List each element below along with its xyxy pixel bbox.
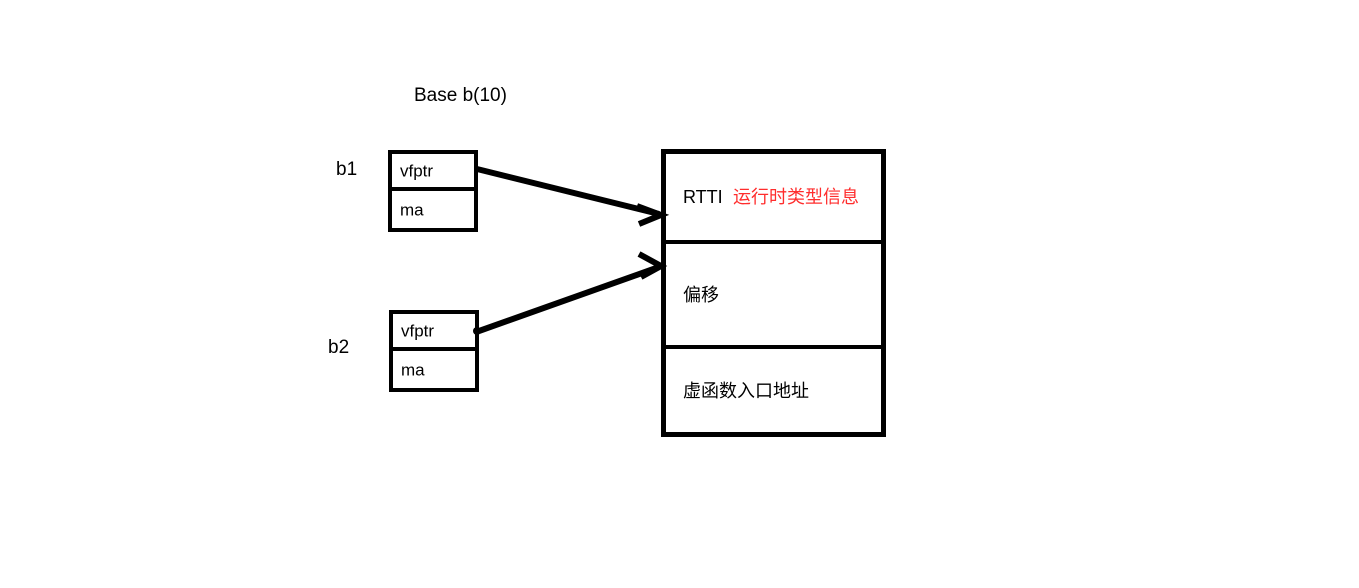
vtable-cell-rtti: RTTI 运行时类型信息 [666,154,881,244]
object-label-b2: b2 [328,337,350,358]
object-box-b2: vfptr ma [389,310,479,392]
object-row-label-b2-vfptr: vfptr [401,321,435,340]
vtable-cell-vfunc-address: 虚函数入口地址 [666,349,881,432]
object-row-b2-ma: ma [393,351,475,388]
arrow-b1-vfptr-to-rtti [476,166,670,227]
diagram-title: Base b(10) [414,85,507,106]
vtable-box: RTTI 运行时类型信息 偏移 虚函数入口地址 [661,149,886,437]
object-row-b2-vfptr: vfptr [393,314,475,351]
object-box-b1: vfptr ma [388,150,478,232]
object-row-b1-ma: ma [392,191,474,228]
arrow-b2-vfptr-to-offset [473,251,668,335]
vtable-cell-label-rtti: RTTI [683,187,723,207]
vtable-cell-offset: 偏移 [666,244,881,349]
object-row-label-b1-vfptr: vfptr [400,161,434,180]
vtable-cell-label-vfunc-address: 虚函数入口地址 [683,380,809,401]
vtable-cell-label-offset: 偏移 [683,284,719,305]
object-row-label-b1-ma: ma [400,200,424,219]
object-label-b1: b1 [336,159,358,180]
vtable-cell-note-rtti: 运行时类型信息 [733,187,859,207]
object-row-b1-vfptr: vfptr [392,154,474,191]
object-row-label-b2-ma: ma [401,360,425,379]
